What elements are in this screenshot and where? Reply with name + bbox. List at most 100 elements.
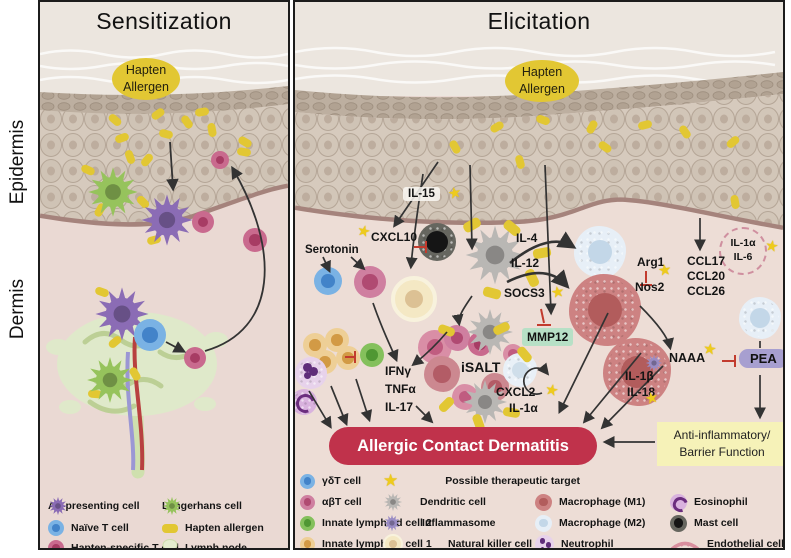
legend-label: Neutrophil [561, 538, 614, 550]
anti-line1: Anti-inflammatory/ [673, 428, 771, 442]
macrophage-m1-icon [535, 493, 552, 511]
ifng-label: IFNγ [385, 364, 412, 378]
hapten-allergen-icon [139, 152, 155, 168]
hapten-allergen-blob: Hapten Allergen [505, 60, 579, 102]
cxcl10-label: CXCL10 [371, 230, 418, 244]
elicitation-panel: Elicitation Hapten Allergen [293, 0, 785, 550]
legend-item: Dendritic cell [383, 493, 486, 511]
allergic-contact-dermatitis-box: Allergic Contact Dermatitis [329, 427, 597, 465]
hapten-allergen-icon [158, 128, 174, 140]
macrophage-m2-icon [535, 514, 552, 532]
isalt-macrophage [424, 356, 460, 392]
hapten-allergen-icon [482, 285, 502, 301]
ccl20-label: CCL20 [687, 269, 726, 283]
naive-t-cell [134, 319, 166, 351]
ag-presenting-cell [139, 192, 195, 248]
il12-label: IL-12 [511, 256, 540, 270]
hapten-allergen-blob: Hapten Allergen [112, 58, 180, 100]
hapten-blob-line2: Allergen [123, 80, 169, 94]
hapten-specific-t-cell [192, 211, 214, 233]
lymph-node-icon [162, 539, 178, 548]
therapeutic-target-star-icon: ★ [446, 182, 464, 204]
langerhans-cell-icon [162, 496, 182, 516]
hapten-allergen-icon [149, 106, 167, 122]
hapten-allergen-icon [725, 134, 741, 150]
epidermis-axis-label: Epidermis [7, 119, 28, 205]
il1b-label: IL-1β [625, 369, 654, 383]
isalt-label: iSALT [461, 359, 501, 375]
therapeutic-target-star-icon: ★ [543, 379, 561, 401]
ag-presenting-cell-icon [48, 496, 68, 516]
legend-label: Possible therapeutic target [445, 475, 581, 487]
hapten-specific-t-cell [211, 151, 229, 169]
legend-item: γδT cell [300, 472, 361, 490]
dermis-axis-label: Dermis [7, 278, 28, 340]
legend-label: Innate lymphoid cell 1 [322, 538, 432, 550]
arg1-label: Arg1 [637, 255, 665, 269]
hapten-allergen-icon [514, 154, 526, 170]
legend-label: Lymph node [185, 542, 248, 550]
inflammasome-icon [383, 514, 401, 532]
legend-item: Eosinophil [670, 493, 748, 511]
legend-label: αβT cell [322, 496, 362, 508]
il1a-label: IL-1α [730, 237, 756, 250]
legend-item: Lymph node [162, 539, 248, 550]
il17-label: IL-17 [385, 400, 414, 414]
langerhans-cell [85, 355, 135, 405]
legend-label: γδT cell [322, 475, 362, 487]
legend-item: αβT cell [300, 493, 362, 511]
artery-vessel [132, 336, 145, 471]
legend-item: Innate lymphoid cell 2 [300, 514, 432, 532]
macrophage-m2 [574, 226, 626, 278]
hapten-allergen-icon [107, 112, 123, 128]
therapeutic-target-star-icon: ★ [549, 281, 566, 303]
legend-label: Macrophage (M2) [559, 517, 646, 529]
legend-item: Macrophage (M2) [535, 514, 645, 532]
hapten-allergen-icon [114, 131, 130, 145]
serotonin-label: Serotonin [305, 244, 359, 256]
hapten-allergen-icon [448, 138, 462, 156]
legend-label: Hapten allergen [185, 522, 264, 534]
pea-label: PEA [739, 349, 783, 368]
legend-item: ★ Possible therapeutic target [383, 472, 580, 490]
alpha-beta-t-cell [354, 266, 386, 298]
legend-label: Inflammasome [422, 517, 496, 529]
il18-label: IL-18 [627, 385, 656, 399]
macrophage-m2 [739, 297, 781, 339]
hapten-allergen-icon [596, 139, 614, 155]
legend-item: Hapten-specific T cell [48, 539, 179, 548]
il4-label: IL-4 [516, 231, 538, 245]
il6-label: IL-6 [733, 251, 753, 263]
innate-lymphoid-cell-1 [336, 346, 360, 370]
legend-item: Neutrophil [535, 534, 614, 550]
hapten-allergen-icon [677, 123, 693, 141]
legend-item: Naïve T cell [48, 519, 129, 537]
ccl26-label: CCL26 [687, 284, 726, 298]
mmp12-label: MMP12 [522, 328, 574, 346]
ccl17-label: CCL17 [687, 254, 726, 268]
innate-lymphoid-cell-2 [360, 343, 384, 367]
hapten-blob-line1: Hapten [521, 65, 563, 80]
eosinophil [295, 389, 317, 415]
hapten-blob-line1: Hapten [125, 63, 167, 78]
mast-cell-icon [670, 514, 687, 532]
legend-label: Natural killer cell [448, 538, 533, 550]
star-icon: ★ [383, 470, 399, 491]
hapten-allergen-icon [637, 119, 653, 131]
sensitization-title: Sensitization [96, 8, 232, 34]
hapten-allergen-icon [729, 194, 741, 210]
hapten-specific-t-cell-icon [48, 540, 64, 548]
hapten-allergen-icon [162, 523, 178, 533]
anti-inflammatory-box: Anti-inflammatory/ Barrier Function [657, 422, 783, 466]
therapeutic-target-star-icon: ★ [355, 220, 373, 242]
il1a-isalt-label: IL-1α [509, 401, 538, 415]
cxcl2-label: CXCL2 [496, 385, 536, 399]
legend-item: Macrophage (M1) [535, 493, 645, 511]
hapten-allergen-icon [206, 122, 218, 138]
tnfa-label: TNFα [385, 382, 416, 396]
natural-killer-cell-icon [383, 534, 403, 548]
legend-label: Macrophage (M1) [559, 496, 646, 508]
hapten-allergen-icon [179, 113, 195, 131]
hapten-allergen-icon [194, 106, 210, 118]
